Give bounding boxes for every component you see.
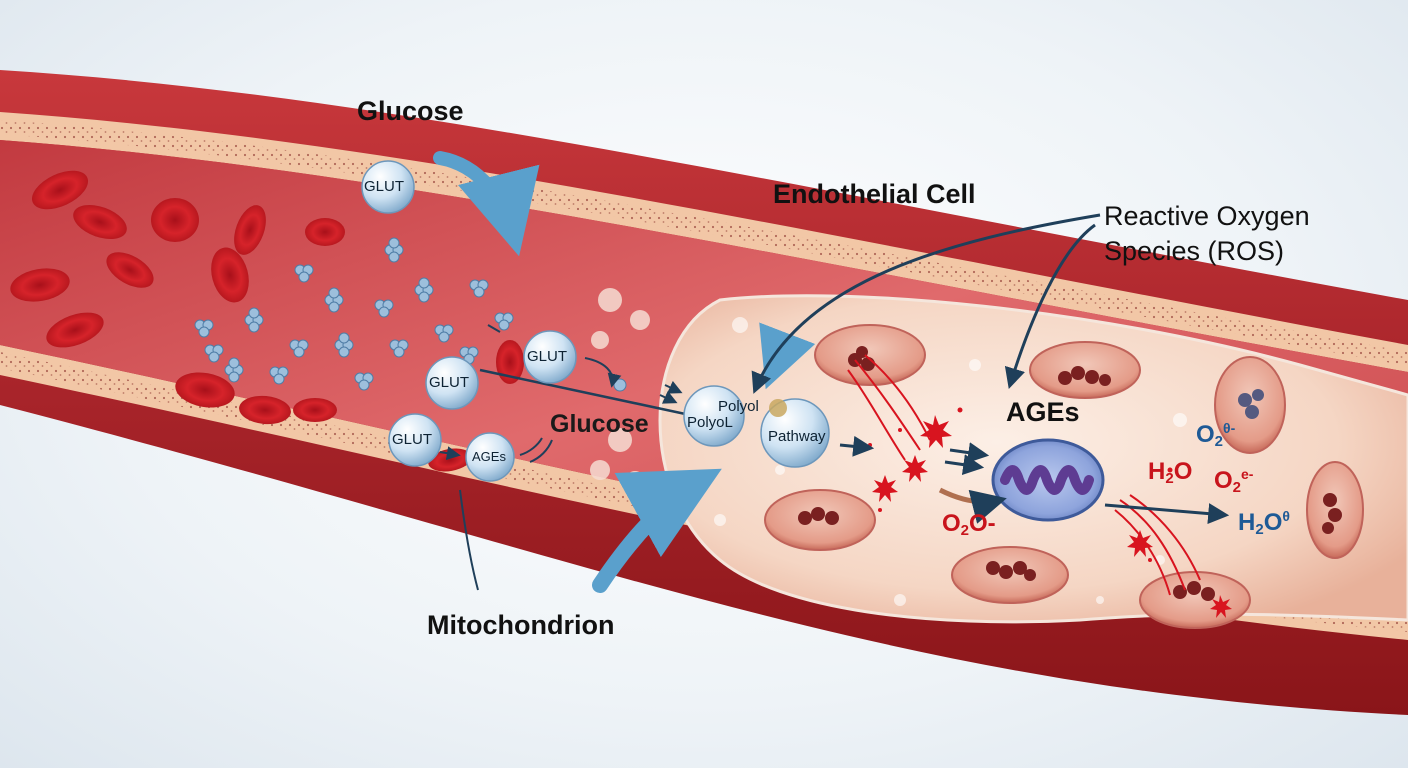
- glut-bubble-mid: [523, 330, 577, 384]
- glut-top-text: GLUT: [364, 178, 405, 195]
- mitochondrion-label: Mitochondrion: [427, 610, 615, 640]
- vessel-intima-top: [0, 112, 1408, 372]
- transporter-bubbles: [361, 160, 830, 482]
- polyol-b-text: PolyoL: [687, 414, 733, 431]
- o2-right-label: O2θ-: [1196, 420, 1236, 450]
- glut-mid2-text: GLUT: [429, 374, 470, 391]
- wall-vesicles: [590, 288, 650, 489]
- ros-bursts: [868, 407, 1232, 618]
- navy-arrows: [439, 213, 1230, 591]
- ages-bubble: [465, 432, 515, 482]
- glucose-top-label: Glucose: [357, 96, 464, 126]
- ros-label-line1: Reactive Oxygen: [1104, 201, 1310, 231]
- flow-arrows-blue: [433, 151, 816, 593]
- o2o-left-label: O2O-: [942, 510, 996, 539]
- ages-cell-label: AGEs: [1006, 397, 1080, 427]
- glucose-mid-label: Glucose: [550, 410, 649, 438]
- organelles: [764, 324, 1364, 629]
- polyol-bubble: [683, 385, 745, 447]
- cell-vesicles: [714, 317, 1187, 606]
- ros-label-line2: Species (ROS): [1104, 236, 1285, 266]
- glut-mid-text: GLUT: [527, 348, 568, 365]
- h2o-right-label: H2Oθ: [1238, 508, 1290, 538]
- endothelial-cell-label: Endothelial Cell: [773, 179, 976, 209]
- glucose-molecules: [194, 237, 627, 392]
- pathway-text: Pathway: [768, 428, 826, 445]
- o2-mid-label: O2e-: [1214, 466, 1254, 496]
- brown-flow-arrow: [938, 487, 1007, 524]
- glut-bubble-mid2: [425, 356, 479, 410]
- glut-low-text: GLUT: [392, 431, 433, 448]
- polyol-a-text: Polyol: [718, 398, 759, 415]
- glut-bubble-top: [361, 160, 415, 214]
- mitochondrion-organelle: [991, 438, 1105, 522]
- ages-small-text: AGEs: [472, 449, 506, 464]
- glut-bubble-low: [388, 413, 442, 467]
- h2o-mid-label: H2O: [1148, 458, 1193, 487]
